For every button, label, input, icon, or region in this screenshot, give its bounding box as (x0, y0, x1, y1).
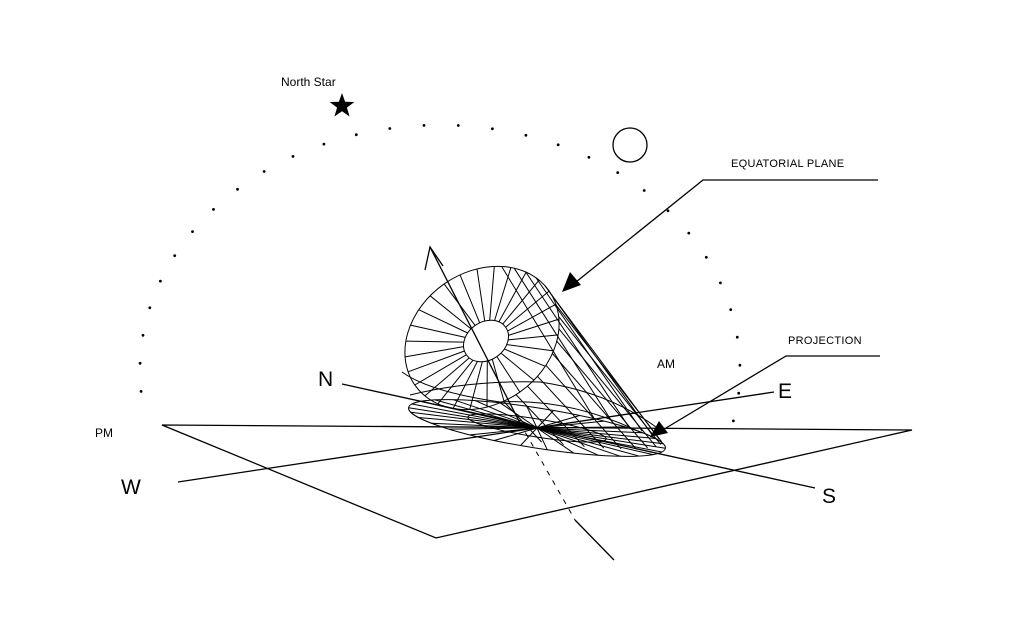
cone-ruling (559, 317, 661, 445)
sun-path-dot (737, 392, 740, 395)
west-east-line (178, 392, 774, 482)
cone-spoke (460, 275, 480, 323)
sun-path-dot (732, 420, 735, 423)
star-icon (330, 93, 355, 117)
sun-path-dot (388, 127, 391, 130)
cone-ruling (556, 305, 662, 442)
cone-spoke (501, 353, 534, 380)
sun-path-dot (736, 336, 739, 339)
ground-plane (162, 425, 912, 538)
sun-path-dot (236, 188, 239, 191)
sun-path-dots (139, 124, 742, 422)
sun-path-dot (588, 156, 591, 159)
sun-path-dot (292, 155, 295, 158)
sun-path-dot (643, 189, 646, 192)
sun-path-dot (729, 308, 732, 311)
sun-path-dot (667, 209, 670, 212)
sun-circle-icon (613, 128, 647, 162)
south-label: S (822, 485, 836, 508)
north-star-label: North Star (281, 75, 336, 89)
sun-path-dot (142, 334, 145, 337)
sun-path-dot (739, 364, 742, 367)
sun-path-dot (191, 230, 194, 233)
equatorial-plane-label: EQUATORIAL PLANE (731, 158, 844, 170)
sun-path-dot (140, 390, 143, 393)
cone-spoke (406, 341, 464, 342)
sun-path-dot (212, 208, 215, 211)
cone-spoke (495, 268, 511, 321)
sun-path-dot (616, 171, 619, 174)
north-label: N (318, 368, 333, 391)
east-label: E (778, 380, 792, 403)
cone-spoke (490, 266, 495, 320)
sun-path-dot (148, 306, 151, 309)
sun-path-dot (457, 124, 460, 127)
cone-spoke (477, 269, 485, 321)
sun-path-dot (687, 232, 690, 235)
cone-ruling (559, 329, 656, 447)
sun-path-dot (557, 143, 560, 146)
cone-ruling (546, 365, 621, 449)
sun-path-dot (705, 256, 708, 259)
sun-path-dot (139, 362, 142, 365)
sun-path-dot (525, 134, 528, 137)
sun-path-dot (355, 133, 358, 136)
am-label: AM (657, 357, 675, 371)
projection-label: PROJECTION (788, 335, 862, 347)
cone-spoke (508, 304, 556, 331)
cone-spoke (419, 310, 468, 333)
equatorial-cone-wireframe (377, 237, 662, 449)
cone-spoke (438, 360, 473, 404)
cone-spoke (411, 325, 466, 337)
sun-path-dot (323, 143, 326, 146)
sun-path-dot (173, 254, 176, 257)
equatorial-plane-leader (576, 180, 878, 282)
pm-label: PM (95, 426, 113, 440)
sun-path-dot (719, 282, 722, 285)
cone-spoke (508, 335, 558, 340)
cone-spoke (507, 345, 554, 351)
sun-path-dot (423, 124, 426, 127)
cone-spoke (503, 280, 539, 324)
polar-axis-lower (575, 520, 614, 560)
sun-path-dot (159, 280, 162, 283)
cone-spoke (405, 347, 464, 357)
sun-path-dot (263, 170, 266, 173)
sun-path-dot (491, 127, 494, 130)
west-label: W (121, 476, 141, 499)
equatorial-plane-arrowhead (562, 272, 581, 292)
cone-spoke (504, 349, 545, 366)
